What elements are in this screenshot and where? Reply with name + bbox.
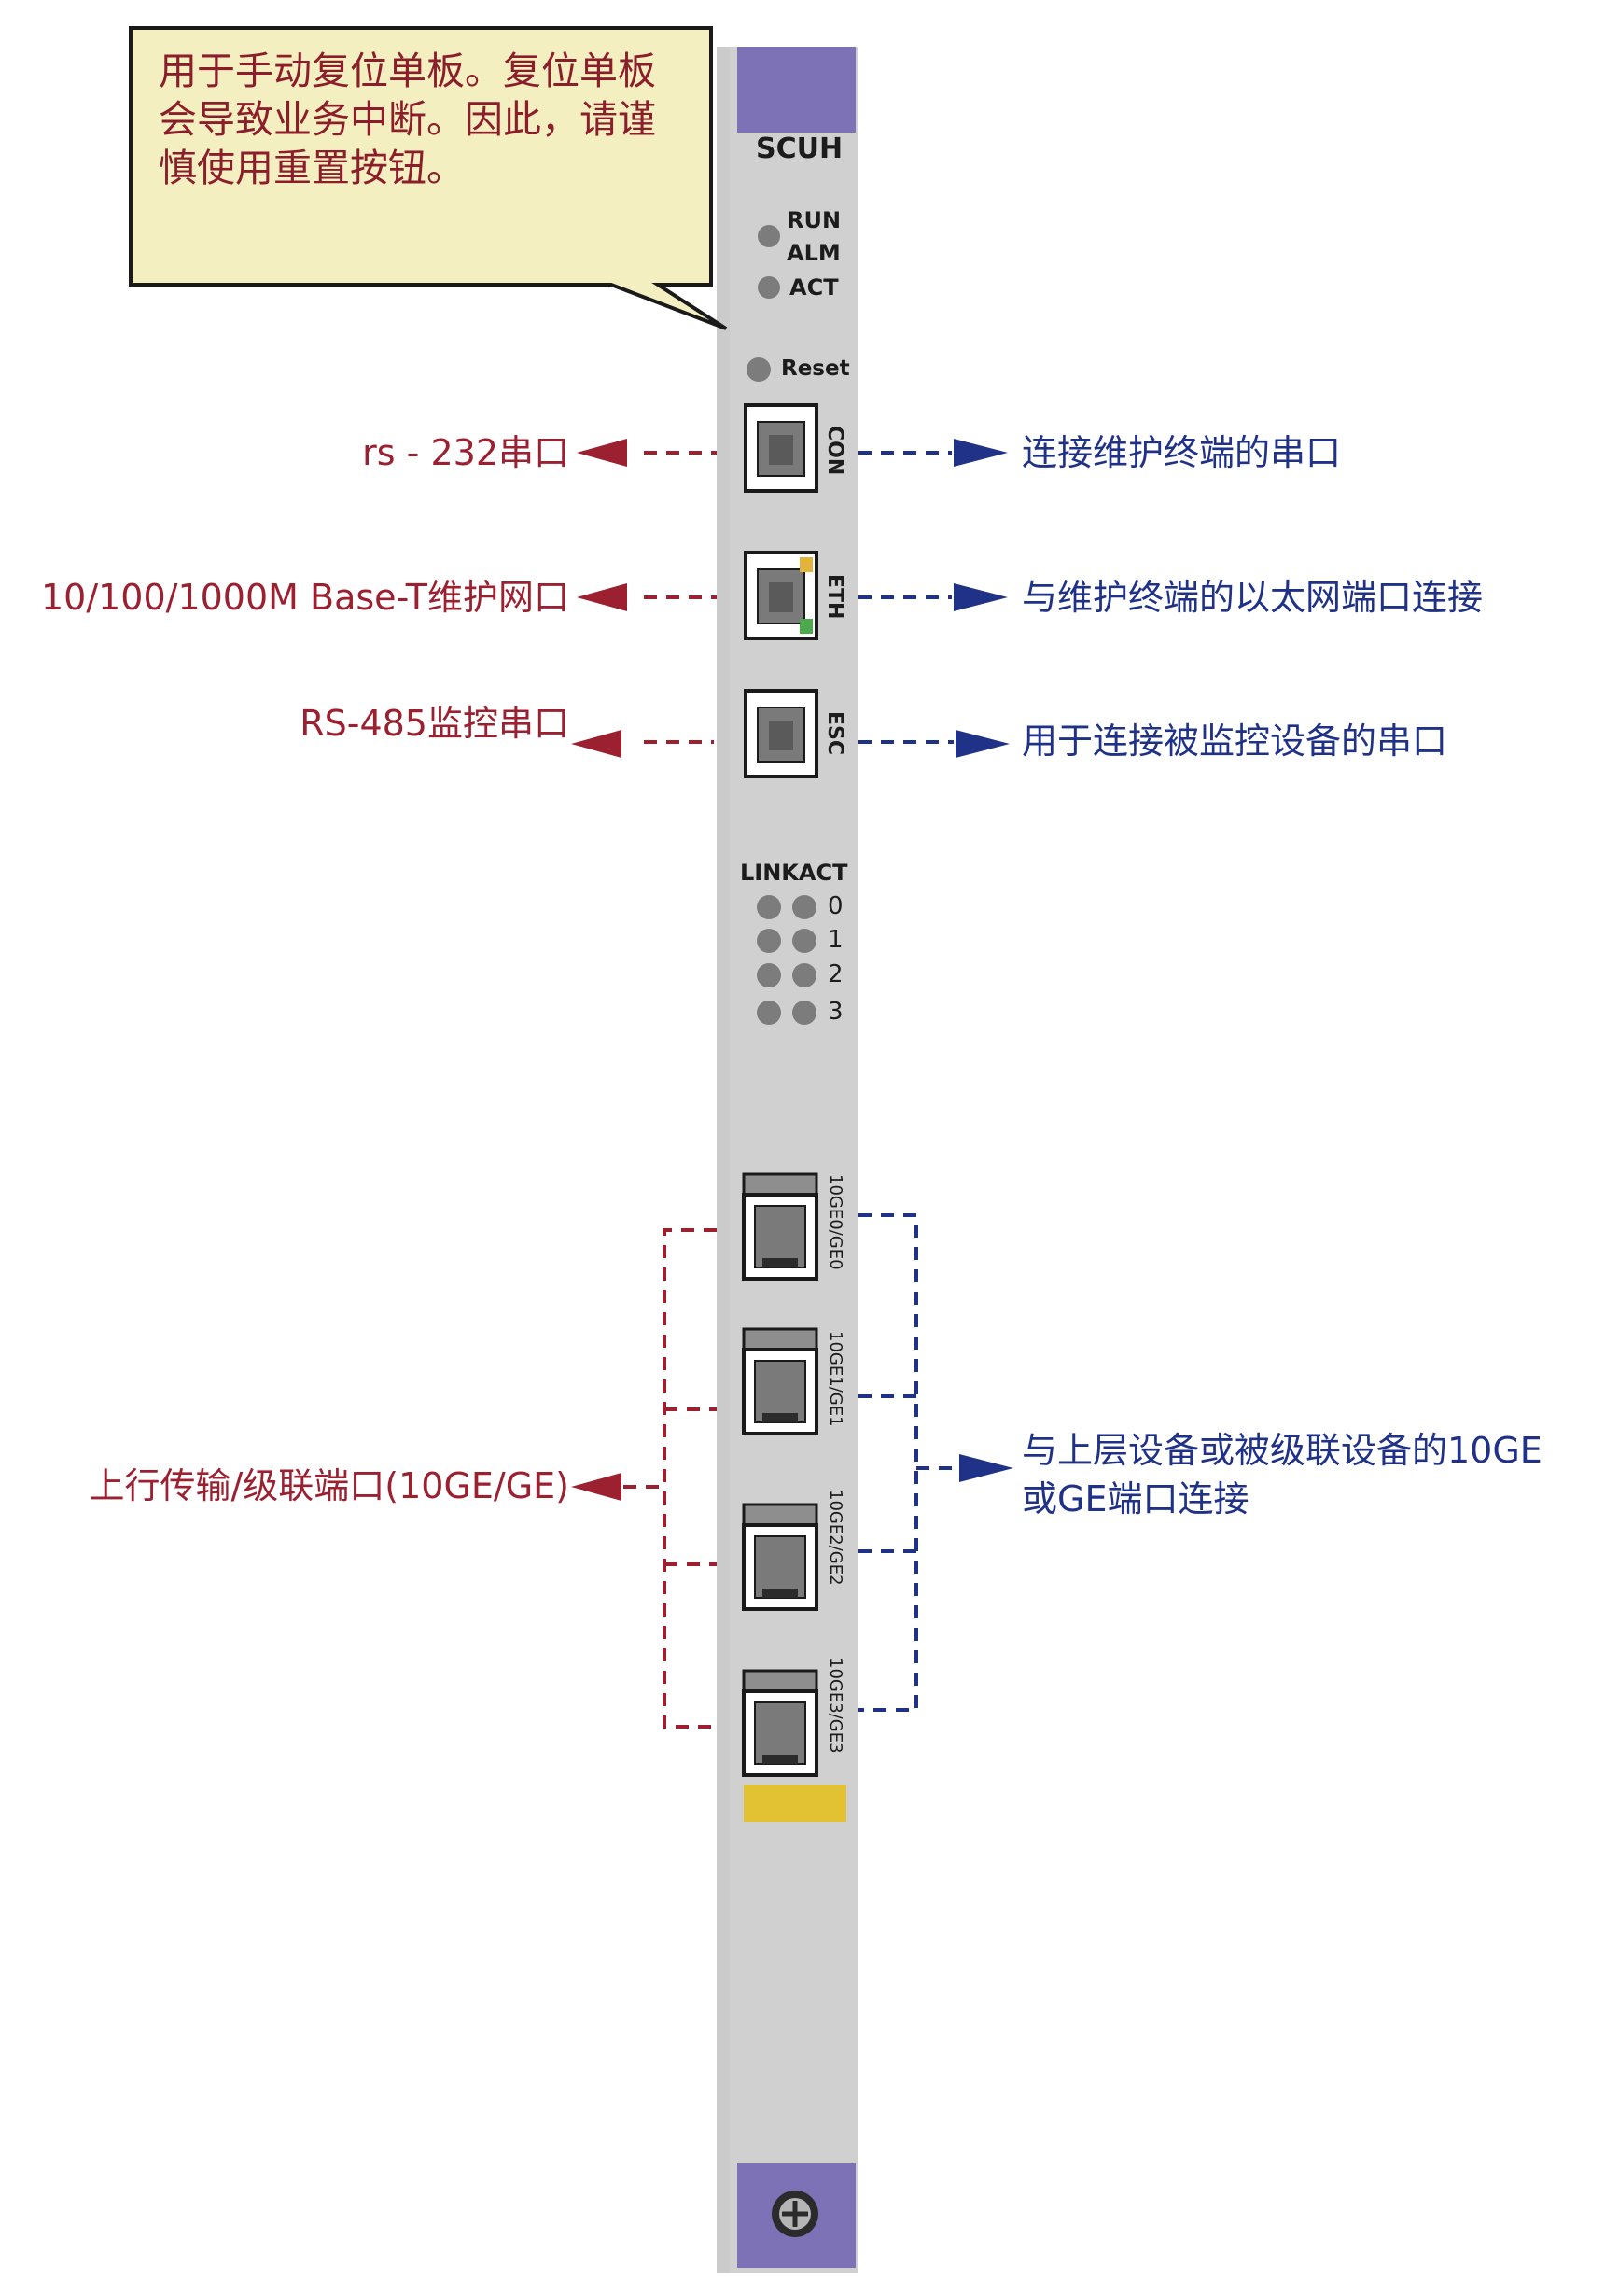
con-port[interactable] [744, 403, 818, 493]
linkact-label: LINKACT [740, 860, 848, 886]
eth-link-led-icon [800, 619, 813, 634]
board-name: SCUH [756, 133, 844, 165]
link-led-icon-3 [757, 1001, 781, 1025]
run-alm-led-icon [758, 225, 780, 247]
eth-right-label: 与维护终端的以太网端口连接 [1022, 577, 1484, 618]
optical-left-label: 上行传输/级联端口(10GE/GE) [89, 1465, 569, 1506]
linkact-row-2: 2 [828, 960, 844, 988]
eth-left-arrow-icon [577, 583, 627, 611]
esc-left-label: RS-485监控串口 [300, 703, 569, 744]
linkact-led-matrix [757, 895, 816, 1025]
optical-label-0: 10GE0/GE0 [826, 1174, 845, 1270]
optical-right-arrow-icon [959, 1454, 1013, 1482]
optical-right-label-line1: 与上层设备或被级联设备的10GE [1022, 1430, 1542, 1471]
optical-label-3: 10GE3/GE3 [826, 1658, 845, 1754]
led-label-act: ACT [789, 274, 839, 301]
esc-port[interactable] [744, 689, 818, 778]
act-led-icon-0 [792, 895, 816, 919]
linkact-row-1: 1 [828, 926, 844, 954]
optical-label-1: 10GE1/GE1 [826, 1331, 845, 1427]
optical-port-2[interactable] [742, 1503, 818, 1611]
esc-right-label: 用于连接被监控设备的串口 [1022, 721, 1448, 762]
callout-line: 用于手动复位单板。复位单板 [159, 49, 656, 93]
led-label-alm: ALM [787, 240, 841, 266]
act-led-icon-1 [792, 929, 816, 953]
link-led-icon-2 [757, 963, 781, 987]
linkact-row-3: 3 [828, 998, 844, 1026]
linkact-row-0: 0 [828, 892, 844, 920]
link-led-icon-0 [757, 895, 781, 919]
reset-callout-bubble [129, 26, 728, 330]
con-right-label: 连接维护终端的串口 [1022, 432, 1342, 473]
con-left-arrow-icon [577, 439, 627, 467]
eth-right-arrow-icon [954, 583, 1008, 611]
eth-port[interactable] [744, 551, 818, 640]
esc-right-arrow-icon [956, 730, 1010, 758]
link-led-icon-1 [757, 929, 781, 953]
con-right-arrow-icon [954, 439, 1008, 467]
port-label-eth: ETH [823, 574, 846, 620]
optical-right-label-line2: 或GE端口连接 [1022, 1478, 1249, 1519]
eth-activity-led-icon [800, 557, 813, 572]
act-led-icon-2 [792, 963, 816, 987]
top-cap [737, 47, 856, 133]
callout-line: 会导致业务中断。因此，请谨 [159, 97, 656, 142]
optical-port-1[interactable] [742, 1327, 818, 1435]
optical-port-3[interactable] [742, 1669, 818, 1777]
act-led-icon-3 [792, 1001, 816, 1025]
con-left-label: rs - 232串口 [362, 432, 569, 473]
reset-button[interactable] [747, 357, 771, 382]
optical-left-arrow-icon [571, 1473, 621, 1501]
reset-label: Reset [781, 357, 850, 381]
indicator-strip [744, 1785, 846, 1822]
led-label-run: RUN [787, 207, 842, 233]
port-label-esc: ESC [823, 711, 846, 756]
optical-port-0[interactable] [742, 1172, 818, 1281]
optical-label-2: 10GE2/GE2 [826, 1490, 845, 1586]
act-led-icon [758, 276, 780, 299]
port-label-con: CON [823, 426, 846, 476]
callout-line: 慎使用重置按钮。 [159, 146, 465, 190]
esc-left-arrow-icon [571, 730, 621, 758]
eth-left-label: 10/100/1000M Base-T维护网口 [40, 577, 569, 618]
reset-callout-text: 用于手动复位单板。复位单板 会导致业务中断。因此，请谨 慎使用重置按钮。 [159, 47, 700, 192]
